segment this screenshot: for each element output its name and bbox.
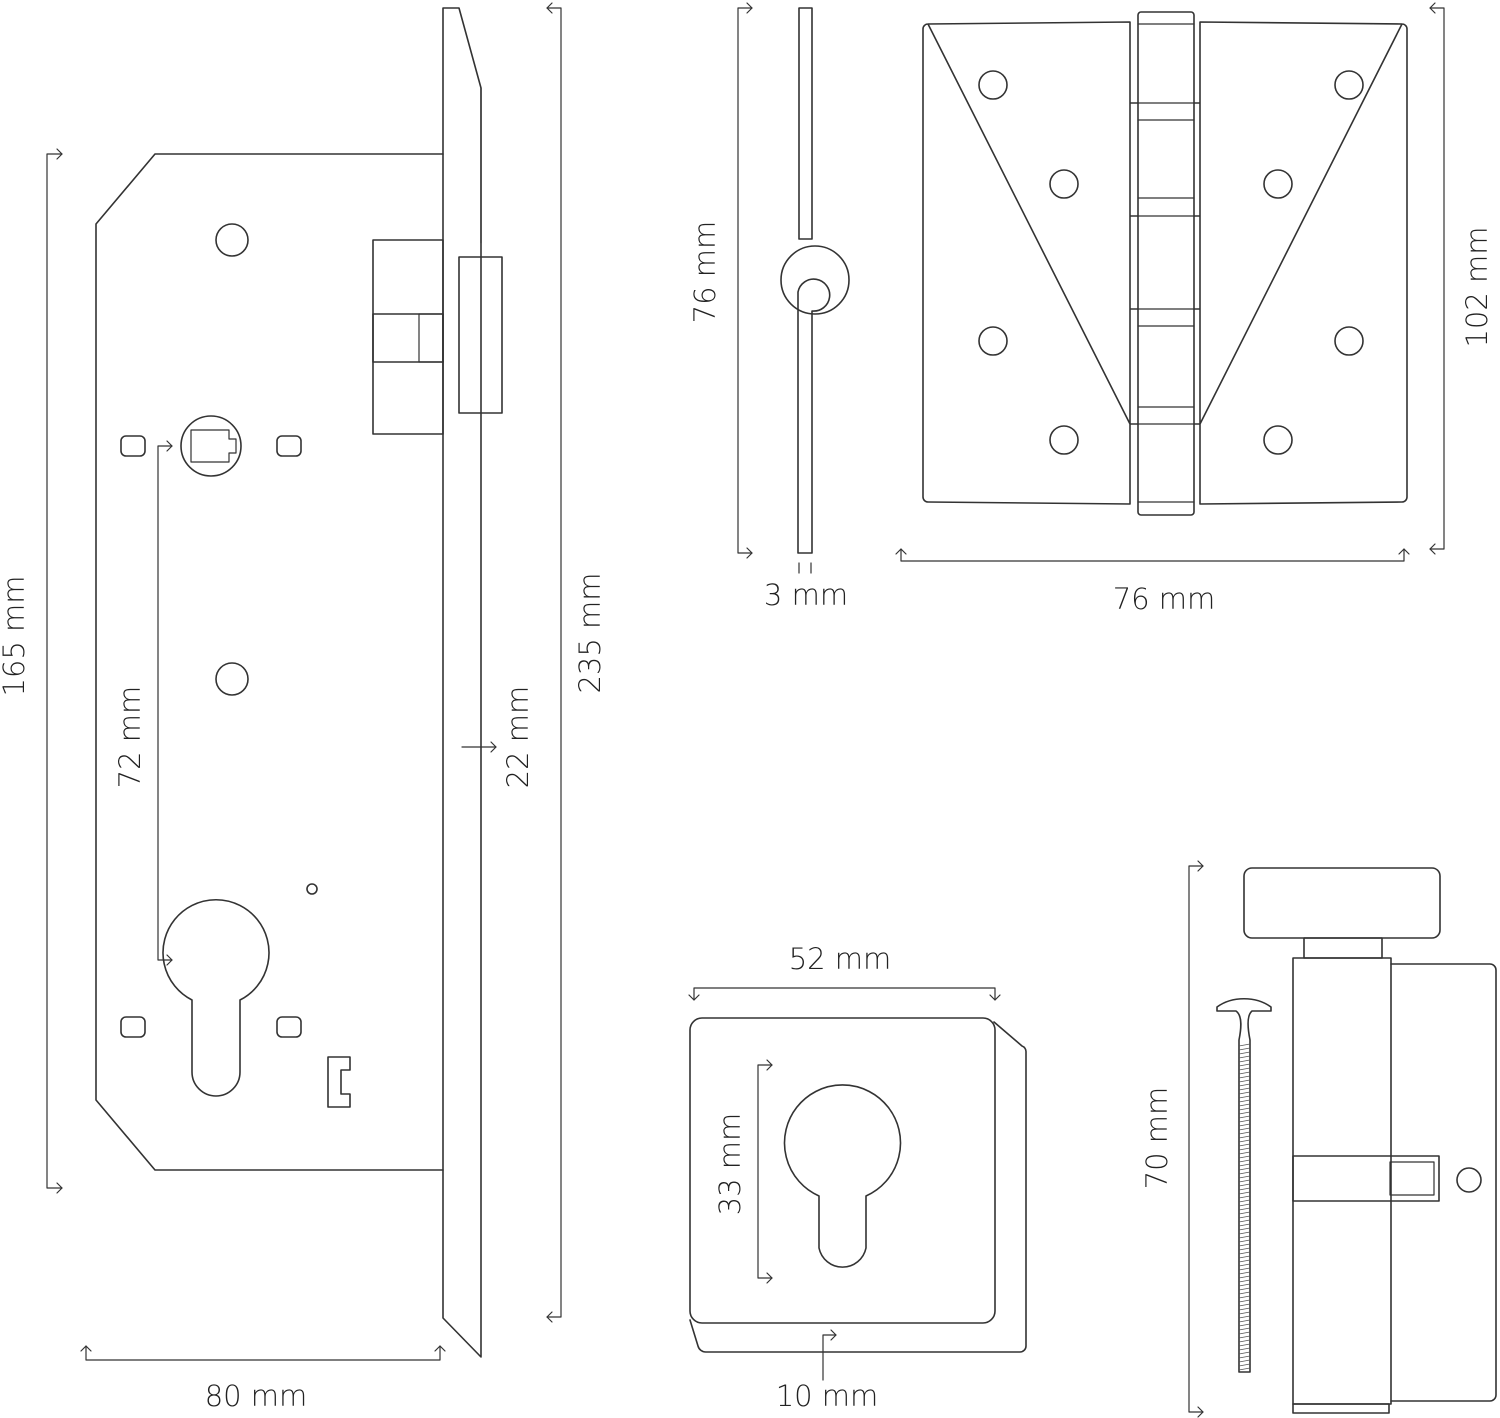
deadbolt-stub xyxy=(372,313,444,363)
hinge-width-label: 76 mm xyxy=(1113,582,1216,616)
center-distance-label: 72 mm xyxy=(113,686,147,789)
hinge-knuckle-icon xyxy=(780,245,850,315)
follower-hub xyxy=(180,415,242,477)
lock-faceplate xyxy=(442,7,482,1358)
escutcheon-width-label: 52 mm xyxy=(789,942,892,976)
mortise-lock-dimensions: 165 mm 235 mm 22 mm 72 mm 80 mm xyxy=(0,2,607,1413)
escutcheon-plate xyxy=(689,1017,996,1324)
escutcheon-base xyxy=(689,1021,1027,1353)
lock-height-label: 165 mm xyxy=(0,575,31,696)
hinge-thickness-label: 3 mm xyxy=(764,578,848,612)
cylinder-length-label: 70 mm xyxy=(1140,1087,1174,1190)
screw-hole-icon xyxy=(1049,169,1079,199)
backset-label: 80 mm xyxy=(205,1379,308,1413)
screw-hole-icon xyxy=(1263,169,1293,199)
faceplate-length-label: 235 mm xyxy=(573,572,607,693)
mounting-slot xyxy=(276,1016,302,1038)
keyhole-icon xyxy=(783,1084,902,1268)
hinge-barrel xyxy=(1137,11,1195,516)
escutcheon-dimensions: 52 mm 33 mm 10 mm xyxy=(688,942,1001,1413)
keyhole-height-label: 33 mm xyxy=(713,1113,747,1216)
cylinder-body xyxy=(1292,957,1392,1405)
screw-hole-icon xyxy=(215,223,249,257)
hinge-front-view xyxy=(922,11,1408,516)
hinge-front-dimensions: 102 mm 76 mm xyxy=(895,2,1494,616)
thumb-turn-icon xyxy=(1243,867,1441,939)
cylinder-cutout-icon xyxy=(162,899,270,1097)
cylinder-dimensions: 70 mm xyxy=(1140,860,1204,1418)
screw-hole-icon xyxy=(1456,1167,1482,1193)
mortise-lock xyxy=(95,7,503,1358)
screw-hole-icon xyxy=(215,662,249,696)
lock-case-outline xyxy=(95,153,444,1171)
fixing-screw-icon xyxy=(1216,997,1272,1373)
hinge-height-label: 76 mm xyxy=(688,221,722,324)
cylinder-cam xyxy=(1292,1155,1440,1202)
screw-hole-icon xyxy=(306,883,318,895)
escutcheon-depth-label: 10 mm xyxy=(776,1379,879,1413)
hinge-side-view xyxy=(780,7,850,574)
hinge-leaf-right xyxy=(1193,21,1408,505)
screw-hole-icon xyxy=(1334,70,1364,100)
cylinder-profile xyxy=(1390,963,1497,1402)
mounting-slot xyxy=(276,435,302,457)
hinge-length-label: 102 mm xyxy=(1460,226,1494,347)
screw-hole-icon xyxy=(1049,425,1079,455)
hinge-side-dimensions: 76 mm 3 mm xyxy=(688,2,848,612)
screw-hole-icon xyxy=(978,70,1008,100)
faceplate-width-label: 22 mm xyxy=(501,686,535,789)
screw-hole-icon xyxy=(1263,425,1293,455)
cylinder xyxy=(1216,867,1497,1414)
escutcheon xyxy=(689,1017,1027,1353)
lock-clip xyxy=(327,1056,351,1108)
screw-hole-icon xyxy=(1334,326,1364,356)
screw-hole-icon xyxy=(978,326,1008,356)
screw-threads xyxy=(1238,1043,1251,1371)
latch-housing xyxy=(372,239,444,435)
hinge-leaf-left xyxy=(922,21,1139,505)
mounting-slot xyxy=(120,1016,146,1038)
latch-bolt xyxy=(458,256,503,414)
mounting-slot xyxy=(120,435,146,457)
